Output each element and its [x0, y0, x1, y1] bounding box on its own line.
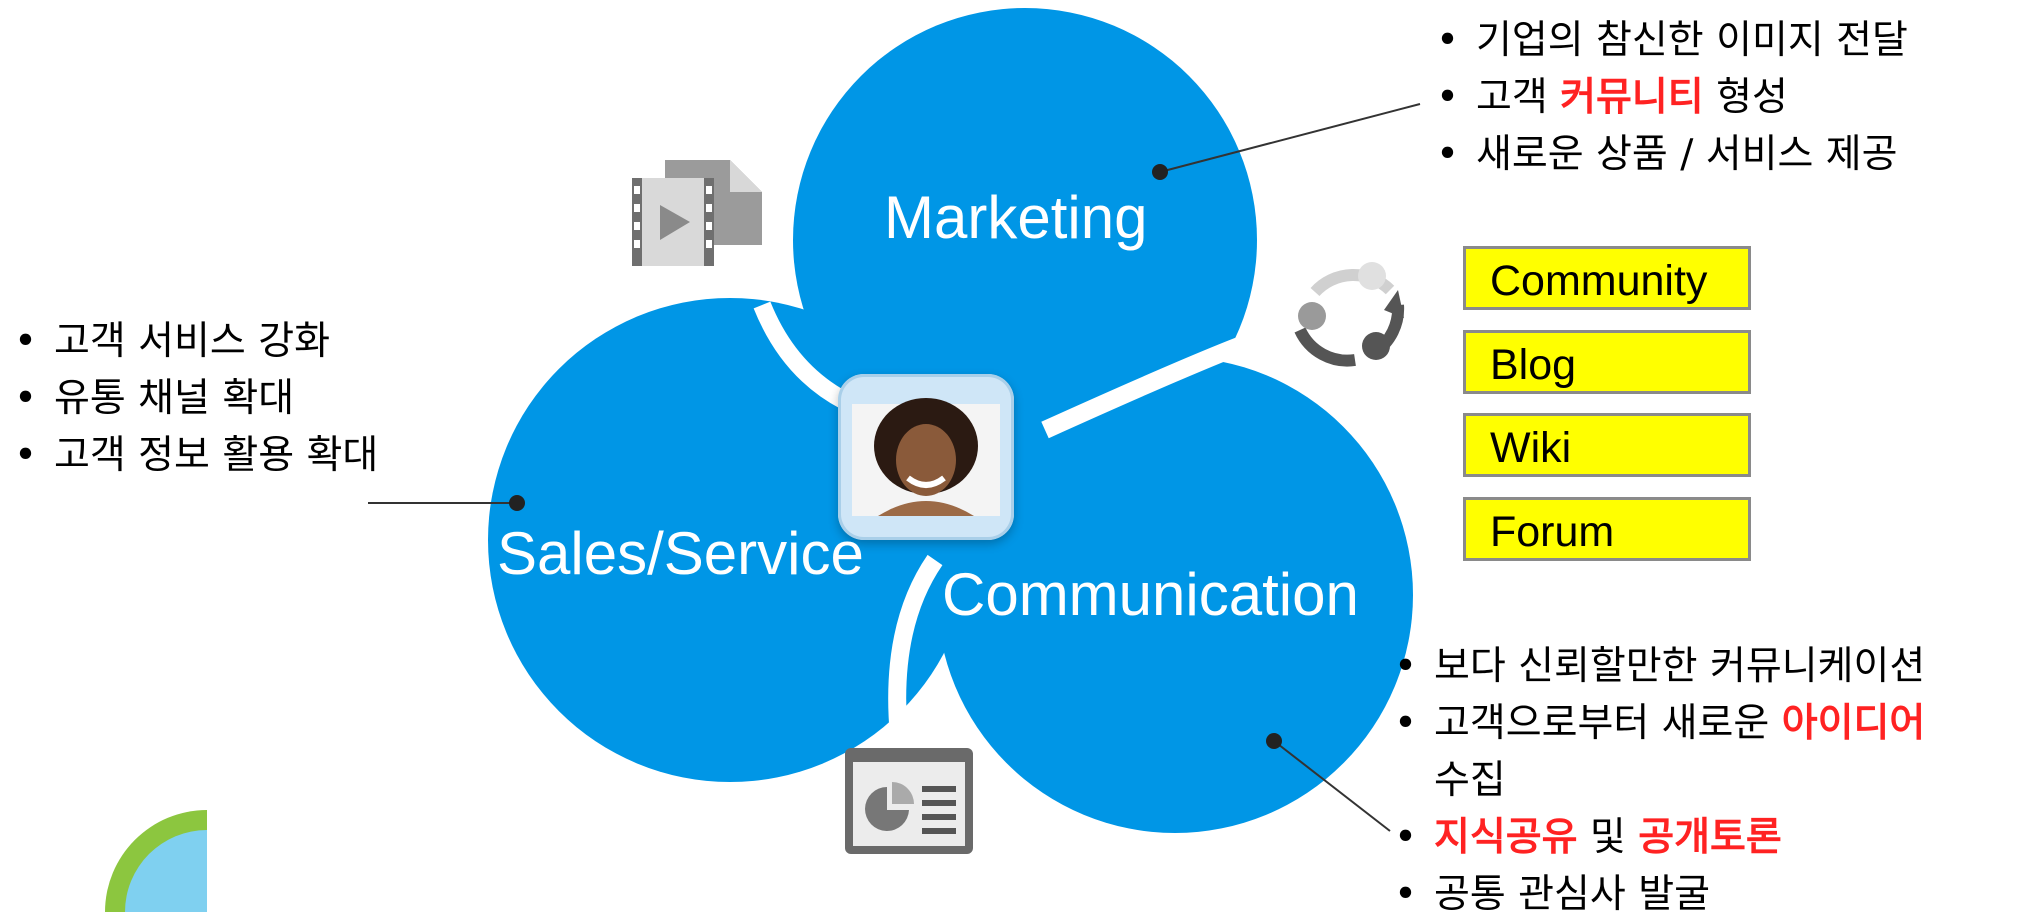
list-item: 유통 채널 확대	[14, 370, 378, 427]
marketing-label: Marketing	[884, 184, 1148, 251]
list-item: 고객 커뮤니티 형성	[1436, 69, 1908, 126]
presentation-icon	[845, 748, 973, 854]
tag-blog: Blog	[1463, 330, 1751, 394]
sales-leader-dot	[509, 495, 525, 511]
person-photo	[838, 374, 1014, 540]
list-item: 기업의 참신한 이미지 전달	[1436, 12, 1908, 69]
tag-wiki: Wiki	[1463, 413, 1751, 477]
marketing-leader-dot	[1152, 164, 1168, 180]
list-item: 공통 관심사 발굴	[1394, 866, 1925, 923]
list-item: 고객으로부터 새로운 아이디어	[1394, 695, 1925, 752]
cycle-arrows-icon	[1294, 262, 1405, 367]
sales-bullet-list: 고객 서비스 강화 유통 채널 확대 고객 정보 활용 확대	[14, 313, 378, 484]
logo-corner	[105, 810, 207, 912]
separator-arc	[888, 554, 943, 782]
list-item: 보다 신뢰할만한 커뮤니케이션	[1394, 638, 1925, 695]
communication-leader-dot	[1266, 733, 1282, 749]
tag-forum: Forum	[1463, 497, 1751, 561]
marketing-circle	[793, 8, 1257, 472]
list-item: 고객 서비스 강화	[14, 313, 378, 370]
marketing-bullet-list: 기업의 참신한 이미지 전달 고객 커뮤니티 형성 새로운 상품 / 서비스 제…	[1436, 12, 1908, 183]
list-item: 지식공유 및 공개토론	[1394, 809, 1925, 866]
list-item: 수집	[1434, 758, 1506, 803]
communication-bullet-list: 보다 신뢰할만한 커뮤니케이션 고객으로부터 새로운 아이디어 수집 지식공유 …	[1394, 638, 1925, 923]
sales-service-label: Sales/Service	[497, 520, 864, 587]
tag-community: Community	[1463, 246, 1751, 310]
list-item: 새로운 상품 / 서비스 제공	[1436, 126, 1908, 183]
separator-arc	[1041, 331, 1259, 439]
communication-leader-line	[1273, 740, 1391, 832]
list-item: 고객 정보 활용 확대	[14, 427, 378, 484]
communication-circle	[937, 357, 1413, 833]
communication-label: Communication	[942, 561, 1359, 628]
video-file-icon	[632, 160, 762, 266]
marketing-leader-line	[1159, 103, 1421, 173]
